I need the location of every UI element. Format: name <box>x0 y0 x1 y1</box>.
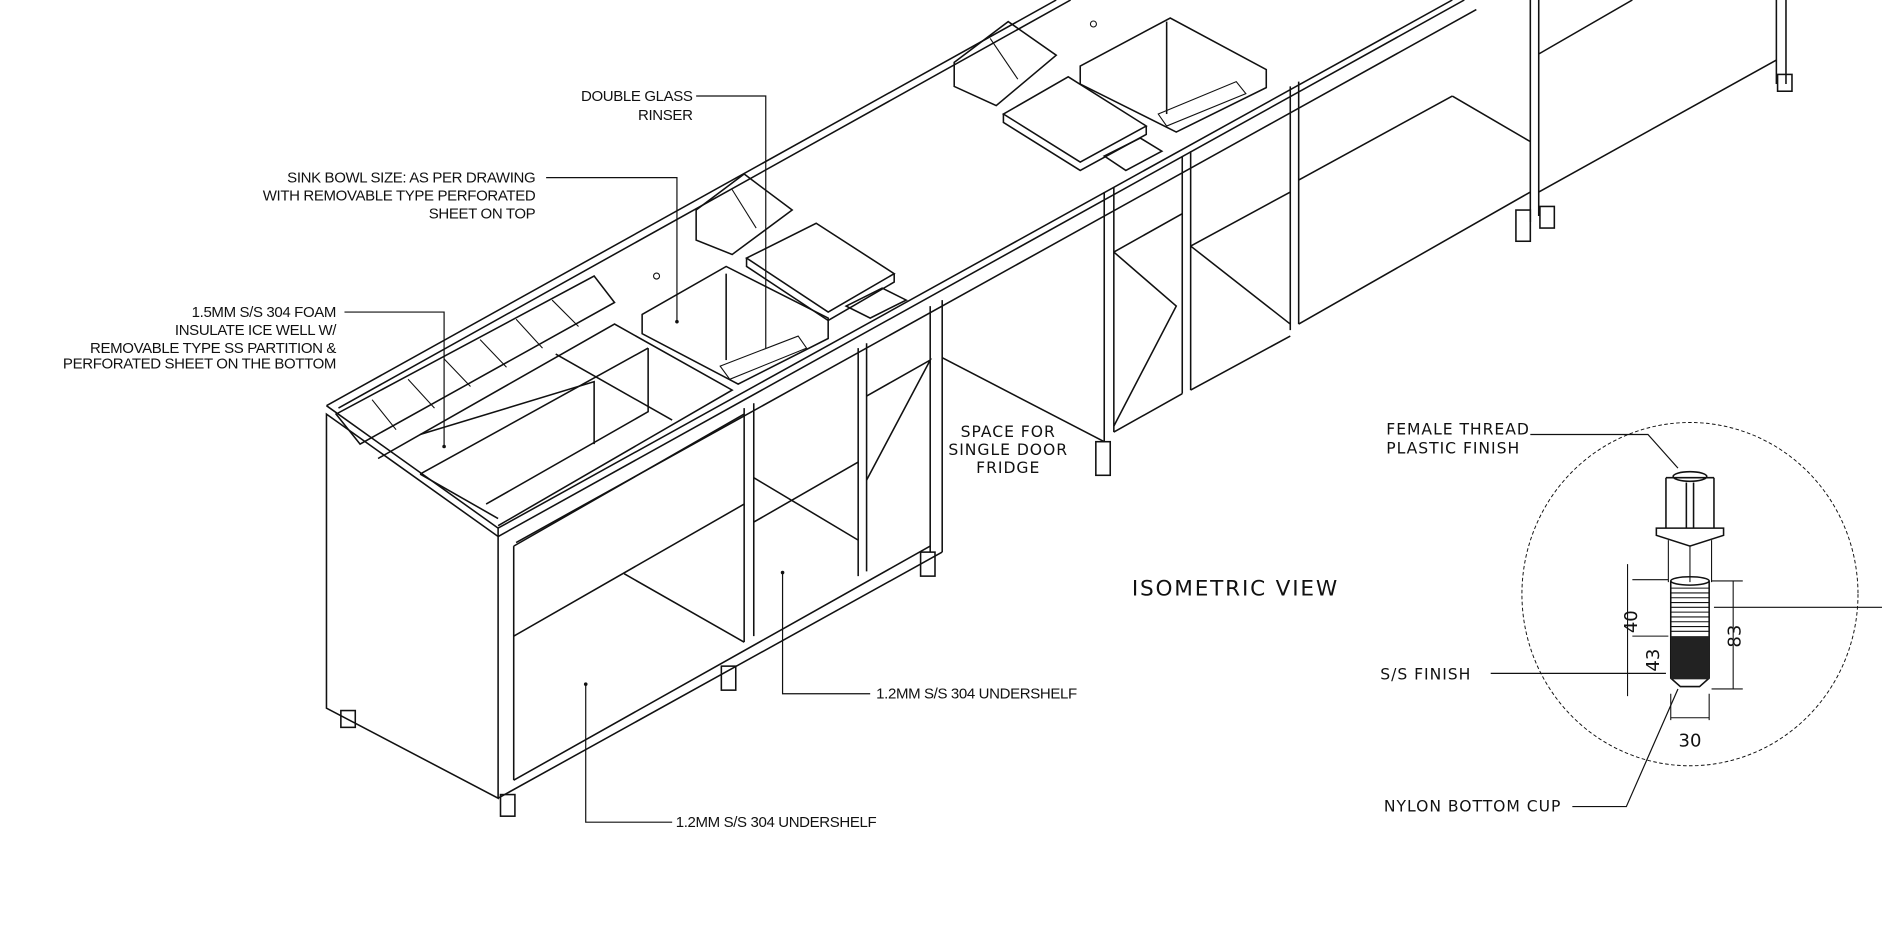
leader-undershelf-2 <box>585 684 673 823</box>
note-double-glass-rinser-line2: RINSER <box>638 107 693 124</box>
view-title: ISOMETRIC VIEW <box>1132 576 1339 601</box>
note-undershelf-1: 1.2MM S/S 304 UNDERSHELF <box>876 686 1077 703</box>
note-ss-finish: S/S FINISH <box>1380 665 1471 683</box>
note-sink-bowl-line2: WITH REMOVABLE TYPE PERFORATED <box>263 187 536 204</box>
note-undershelf-2: 1.2MM S/S 304 UNDERSHELF <box>676 814 877 831</box>
note-double-glass-rinser-line1: DOUBLE GLASS <box>581 88 693 105</box>
leader-ice-well <box>344 311 445 447</box>
note-fridge-line3: FRIDGE <box>976 459 1040 477</box>
dim-body-length: 43 <box>1643 649 1664 672</box>
adjustable-leg-detail: 40 43 83 30 FEMALE THREAD PLASTIC FINISH… <box>1380 420 1882 815</box>
note-fridge-line2: SINGLE DOOR <box>948 441 1068 459</box>
dim-diameter: 30 <box>1679 731 1702 752</box>
sink-bowls <box>641 17 1268 385</box>
note-nylon-bottom-cup: NYLON BOTTOM CUP <box>1384 797 1561 815</box>
bar-counter <box>325 0 1793 817</box>
insert-pans <box>334 20 1058 446</box>
note-fridge-line1: SPACE FOR <box>961 423 1056 441</box>
note-female-thread-line2: PLASTIC FINISH <box>1386 440 1520 458</box>
glass-rinsers <box>745 75 1148 322</box>
leader-sink <box>546 177 678 322</box>
note-sink-bowl-line1: SINK BOWL SIZE: AS PER DRAWING <box>287 169 535 186</box>
note-sink-bowl-line3: SHEET ON TOP <box>429 205 536 222</box>
dim-total-length: 83 <box>1724 625 1745 648</box>
note-female-thread-line1: FEMALE THREAD <box>1386 420 1530 438</box>
note-ice-well-line2: INSULATE ICE WELL W/ <box>175 322 337 339</box>
note-ice-well-line4: PERFORATED SHEET ON THE BOTTOM <box>63 355 336 372</box>
leader-undershelf-1 <box>781 572 871 695</box>
dim-thread-length: 40 <box>1621 610 1642 633</box>
thread-lines <box>1670 587 1710 632</box>
note-ice-well-line1: 1.5MM S/S 304 FOAM <box>192 304 336 321</box>
leader-rinser <box>696 95 767 349</box>
note-ice-well-line3: REMOVABLE TYPE SS PARTITION & <box>90 340 336 357</box>
